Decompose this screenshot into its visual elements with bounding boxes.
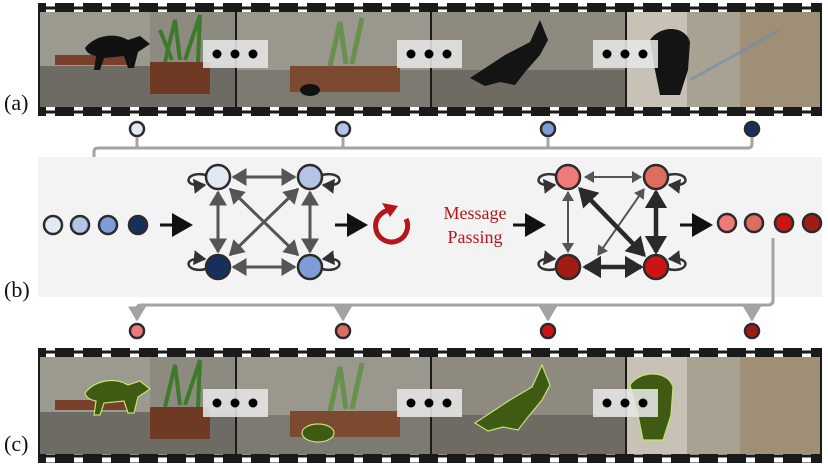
row-label-b: (b): [4, 277, 30, 302]
mask-node-1: [128, 322, 146, 340]
dog-shape: [85, 35, 150, 70]
row-label-a: (a): [4, 90, 28, 115]
feature-node-1: [128, 120, 146, 138]
feature-node-2: [334, 120, 352, 138]
gather-arrows: [85, 137, 754, 200]
ellipsis-box: [593, 40, 658, 68]
output-node-sequence: [716, 212, 823, 234]
video-frame-4: [627, 12, 820, 107]
ellipsis-box: [203, 40, 268, 68]
ellipsis-box: [397, 40, 462, 68]
distribute-arrows: [128, 238, 775, 322]
input-graph: [187, 163, 341, 281]
frame-features: [128, 120, 761, 138]
message-passing-icon: [373, 203, 411, 245]
film-strip-input: [38, 3, 822, 116]
mask-node-3: [539, 322, 557, 340]
row-label-c: (c): [4, 431, 28, 456]
mask-node-4: [743, 322, 761, 340]
output-frame-1: [40, 357, 235, 454]
segmentation-mask: [84, 379, 152, 416]
output-graph: [537, 163, 687, 281]
ellipsis-box: [593, 389, 658, 417]
mask-features: [128, 322, 761, 340]
feature-node-4: [743, 120, 761, 138]
ellipsis-box: [397, 389, 462, 417]
feature-node-3: [539, 120, 557, 138]
mask-node-2: [334, 322, 352, 340]
graph-panel: [38, 157, 822, 297]
ellipsis-box: [203, 389, 268, 417]
message-passing-label-1: Message: [444, 203, 507, 223]
input-node-sequence: [42, 214, 149, 236]
film-strip-output: [38, 348, 822, 463]
message-passing-label-2: Passing: [447, 227, 502, 247]
output-frame-4: [627, 357, 820, 454]
video-frame-1: [40, 12, 235, 107]
video-frame-2: [237, 12, 430, 107]
segmentation-mask: [473, 363, 551, 432]
segmentation-mask: [301, 423, 335, 443]
output-frame-3: [432, 357, 625, 454]
video-frame-3: [432, 12, 625, 107]
